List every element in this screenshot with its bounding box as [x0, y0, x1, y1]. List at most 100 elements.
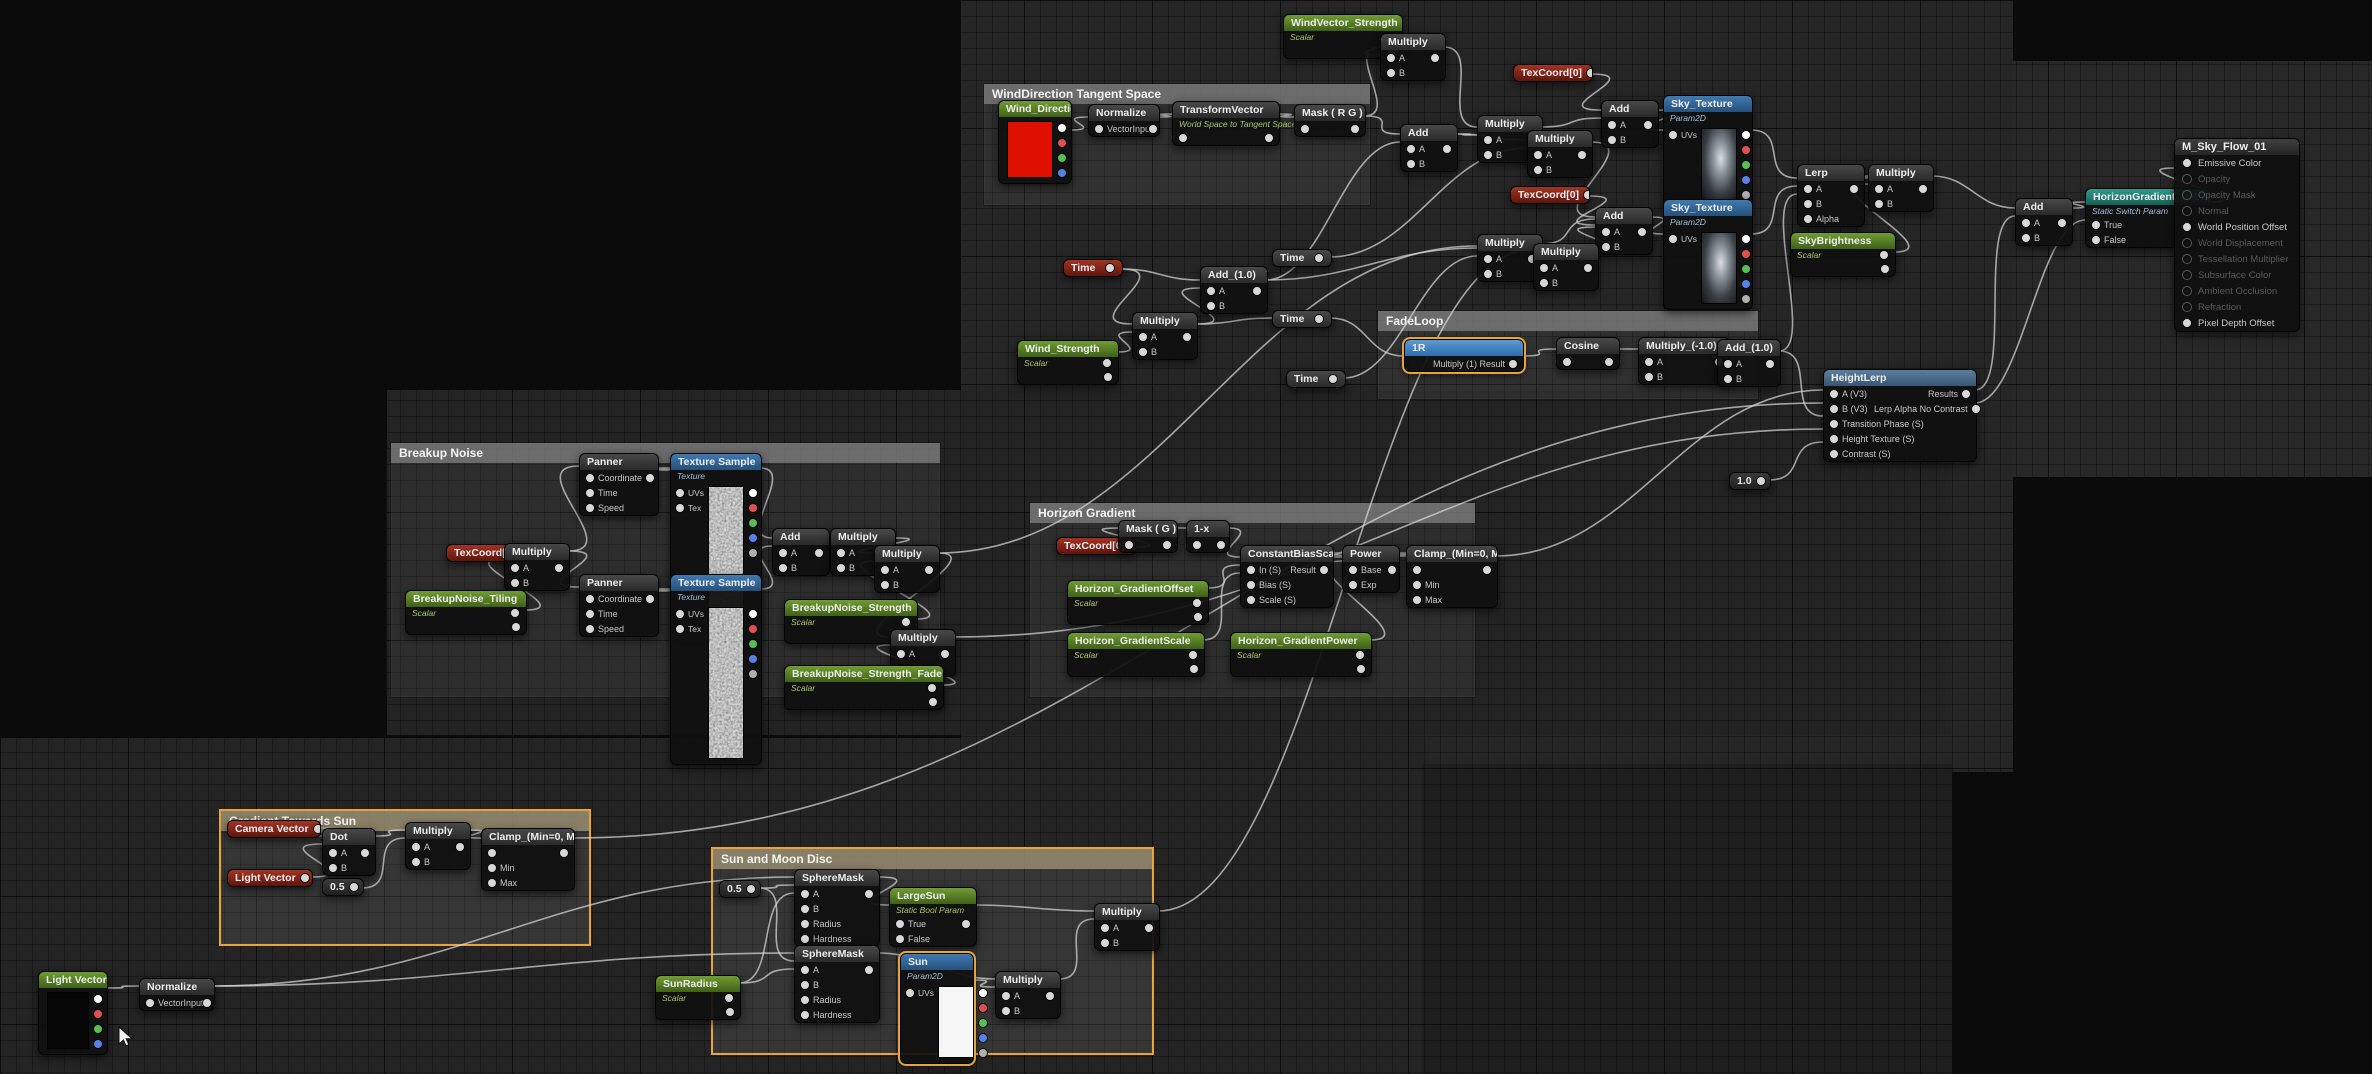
pin-in[interactable]	[1723, 373, 1733, 384]
pin-in[interactable]	[800, 1009, 810, 1020]
node-header[interactable]: Multiply	[875, 546, 939, 562]
pin-out-2[interactable]	[978, 1018, 989, 1028]
node-texcoord-4[interactable]: TexCoord[0]	[1056, 537, 1136, 555]
pin-out[interactable]	[1849, 183, 1859, 194]
pin-in[interactable]	[1607, 134, 1617, 145]
node-header[interactable]: Multiply	[1528, 131, 1592, 147]
node-header[interactable]: Multiply	[1095, 904, 1159, 920]
pin-out-2[interactable]	[748, 518, 759, 528]
pin-out-1[interactable]	[978, 1003, 989, 1013]
pin-in[interactable]	[1723, 358, 1733, 369]
pin-in[interactable]	[675, 503, 685, 513]
pin-out[interactable]	[559, 847, 569, 858]
pin-out-0[interactable]	[1741, 234, 1752, 244]
pin-in[interactable]	[1483, 253, 1493, 264]
node-header[interactable]: Sky_Texture	[1664, 96, 1752, 112]
node-header[interactable]: Horizon_GradientScale	[1068, 633, 1204, 649]
pin-world-displacement[interactable]	[2182, 238, 2192, 248]
pin-out-3[interactable]	[748, 533, 759, 543]
pin-in[interactable]	[1601, 226, 1611, 237]
pin-out[interactable]	[1102, 358, 1112, 368]
node-header[interactable]: SunRadius	[656, 976, 740, 992]
node-time-reroute-3[interactable]: Time	[1286, 370, 1346, 388]
pin-in[interactable]	[487, 862, 497, 873]
node-header[interactable]: Add	[1602, 101, 1658, 117]
pin-out-4[interactable]	[748, 548, 759, 558]
pin-out[interactable]	[511, 621, 521, 632]
pin-in[interactable]	[1406, 143, 1416, 154]
pin-out[interactable]	[1604, 356, 1614, 367]
pin-in[interactable]	[880, 564, 890, 575]
pin-out[interactable]	[1430, 52, 1440, 63]
pin-out[interactable]	[1879, 250, 1889, 260]
node-header[interactable]: Add_(1.0)	[1201, 267, 1267, 283]
pin-out-4[interactable]	[1741, 294, 1752, 304]
pin-in[interactable]	[2091, 219, 2101, 230]
pin-in[interactable]	[328, 862, 338, 873]
pin-in[interactable]	[895, 933, 905, 944]
pin-in[interactable]	[896, 648, 906, 659]
node-header[interactable]: LargeSun	[890, 888, 976, 904]
node-header[interactable]: Panner	[580, 454, 658, 470]
node-header[interactable]: Multiply	[1869, 165, 1933, 181]
node-header[interactable]: Add	[1401, 125, 1457, 141]
pin-pixel-depth-offset[interactable]	[2182, 318, 2192, 328]
pin-world-position-offset[interactable]	[2182, 222, 2192, 232]
pin-out-1[interactable]	[93, 1009, 103, 1019]
pin-in[interactable]	[585, 502, 595, 513]
node-header[interactable]: Multiply	[406, 823, 470, 839]
pin-out[interactable]	[1189, 663, 1199, 674]
pin-out[interactable]	[1182, 331, 1192, 342]
pin-out-4[interactable]	[748, 669, 759, 679]
pin-in[interactable]	[1803, 198, 1813, 209]
pin-out[interactable]	[1356, 663, 1366, 674]
node-one-minus[interactable]: 1-x	[1186, 520, 1230, 553]
pin-out-2[interactable]	[748, 639, 759, 649]
pin-in[interactable]	[1348, 579, 1358, 590]
pin-in[interactable]	[1644, 356, 1654, 367]
pin-out[interactable]	[1970, 403, 1981, 414]
pin-out[interactable]	[1147, 123, 1158, 134]
pin-out[interactable]	[1188, 650, 1198, 660]
node-header[interactable]: Mask ( G )	[1119, 521, 1177, 537]
pin-out[interactable]	[455, 841, 465, 852]
node-header[interactable]: 0.5	[323, 879, 363, 895]
pin-out[interactable]	[1482, 564, 1492, 575]
node-time-reroute-2[interactable]: Time	[1272, 310, 1332, 328]
pin-opacity[interactable]	[2182, 174, 2192, 184]
node-const-one[interactable]: 1.0	[1729, 472, 1771, 490]
pin-in[interactable]	[2021, 217, 2031, 228]
pin-in[interactable]	[1539, 262, 1549, 273]
pin-out[interactable]	[928, 696, 938, 707]
pin-in[interactable]	[1412, 564, 1422, 575]
pin-in[interactable]	[1246, 564, 1256, 575]
pin-in[interactable]	[585, 472, 595, 483]
node-mask-rg[interactable]: Mask ( R G )	[1294, 104, 1366, 137]
pin-out-1[interactable]	[748, 624, 759, 634]
node-header[interactable]: Multiply	[1133, 313, 1197, 329]
pin-in[interactable]	[836, 547, 846, 558]
pin-out-2[interactable]	[1741, 160, 1752, 170]
node-header[interactable]: TexCoord[0]	[1057, 538, 1135, 554]
node-header[interactable]: Texture Sample	[671, 575, 761, 591]
node-header[interactable]: Sun	[901, 954, 973, 970]
